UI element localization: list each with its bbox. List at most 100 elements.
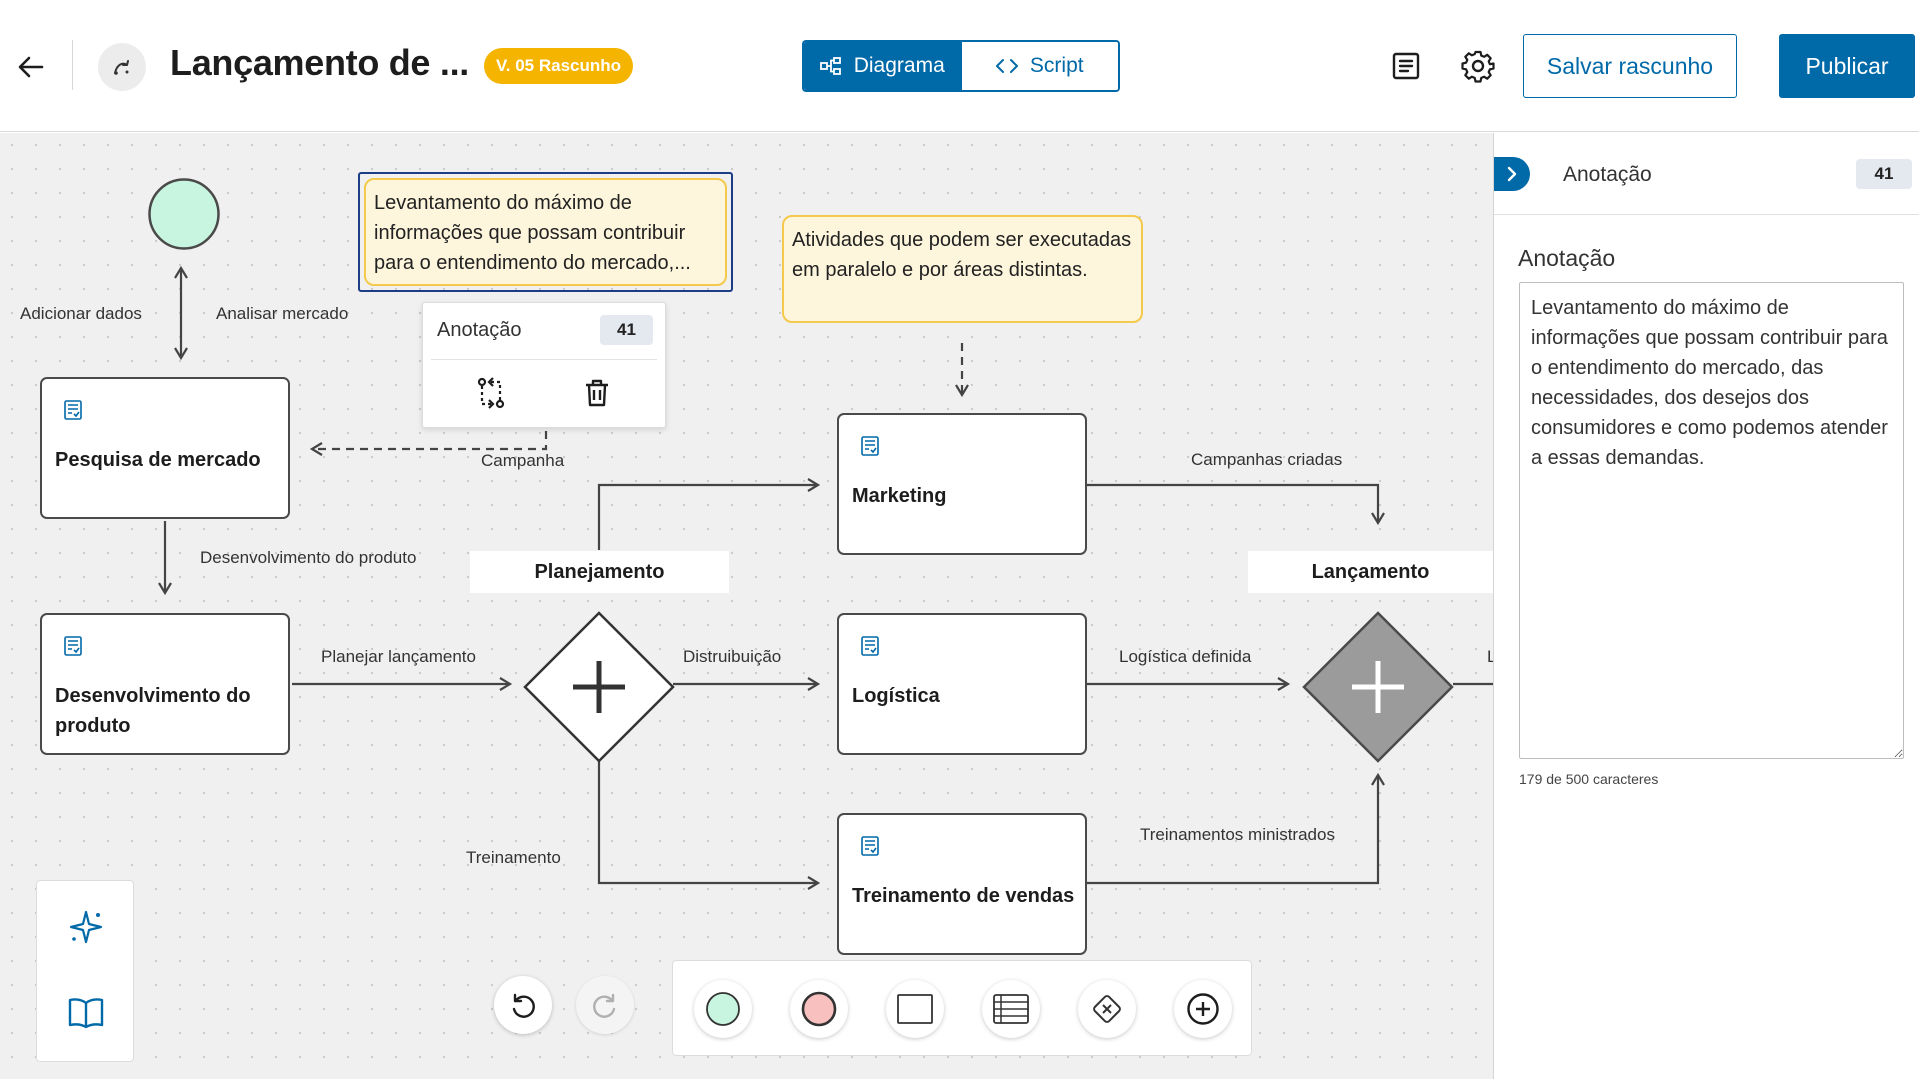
annotation-field-label: Anotação [1518,245,1616,271]
edge-label-treinamentos-ministrados: Treinamentos ministrados [1140,825,1335,844]
gateway-label-lancamento: Lançamento [1248,551,1493,593]
tab-script-label: Script [1029,54,1084,77]
task-label: Pesquisa de mercado [55,449,261,471]
process-icon [114,60,129,75]
end-event-icon [801,991,837,1027]
task-label: Logística [852,685,940,707]
palette-add-more[interactable] [1174,980,1232,1038]
edge-gateway-marketing[interactable] [597,478,821,550]
annotation-selected[interactable]: Levantamento do máximo de informações qu… [364,178,727,286]
gateway-label-planejamento: Planejamento [470,551,729,593]
edge-treinamento-lancamento[interactable] [1087,772,1385,885]
edge-label-planejar-lancamento: Planejar lançamento [321,647,476,666]
edge-label-analisar-mercado: Analisar mercado [216,304,349,323]
palette-start-event[interactable] [694,980,752,1038]
exclusive-gateway-icon [1093,995,1121,1023]
palette-task[interactable] [886,980,944,1038]
edge-marketing-lancamento[interactable] [1087,483,1385,526]
save-draft-button[interactable]: Salvar rascunho [1523,34,1737,98]
diagram-canvas[interactable]: Adicionar dados Analisar mercado Campanh… [0,133,1493,1079]
task-marketing[interactable]: Marketing [837,413,1087,555]
panel-header: Anotação 41 [1494,133,1919,215]
task-form-icon [64,400,82,420]
ai-sparkle-icon [69,910,103,944]
top-header: Lançamento de ... V. 05 Rascunho Diagram… [0,0,1919,132]
edge-label-treinamento: Treinamento [466,848,561,867]
process-avatar [98,43,146,91]
tab-script[interactable]: Script [960,42,1118,90]
task-desenvolvimento-do-produto[interactable]: Desenvolvimento do produto [40,613,290,755]
task-pesquisa-de-mercado[interactable]: Pesquisa de mercado [40,377,290,519]
header-divider [72,40,73,90]
delete-button[interactable] [577,373,617,413]
view-toggle: Diagrama Script [802,40,1120,92]
panel-title: Anotação [1563,163,1652,186]
page-title: Lançamento de ... [170,42,469,83]
task-label: Marketing [852,485,947,507]
change-type-button[interactable] [471,373,511,413]
task-logistica[interactable]: Logística [837,613,1087,755]
version-badge: V. 05 Rascunho [484,48,634,84]
collapse-panel-button[interactable] [1494,157,1530,191]
properties-panel: Anotação 41 Anotação Levantamento do máx… [1493,133,1919,1079]
trash-icon [586,379,608,407]
annotation-context-popup: Anotação 41 [422,302,666,428]
chevron-right-icon [1507,166,1517,182]
edge-label-adicionar-dados: Adicionar dados [20,304,142,323]
char-counter: 179 de 500 caracteres [1519,771,1659,787]
code-icon [995,59,1018,73]
document-button[interactable] [1386,46,1426,86]
pool-lane-icon [993,994,1029,1024]
annotation-selection-frame [358,172,733,292]
element-palette [672,960,1252,1056]
task-form-icon [861,436,879,456]
palette-exclusive-gateway[interactable] [1078,980,1136,1038]
plus-icon [573,661,625,713]
popup-count-badge: 41 [600,315,653,345]
edge-gateway-treinamento[interactable] [597,759,821,890]
panel-count-badge: 41 [1856,159,1912,189]
ai-assistant-button[interactable] [66,907,106,947]
documentation-button[interactable] [66,993,106,1033]
edge-label-distribuicao: Distruibuição [683,647,782,666]
association-annotation-pesquisa[interactable] [309,431,548,456]
task-treinamento-de-vendas[interactable]: Treinamento de vendas [837,813,1087,955]
task-form-icon [64,636,82,656]
publish-button[interactable]: Publicar [1779,34,1915,98]
tab-diagram[interactable]: Diagrama [804,42,961,90]
document-icon [1392,52,1420,80]
undo-button[interactable] [494,976,552,1034]
gear-icon [1461,50,1495,83]
settings-button[interactable] [1458,46,1498,86]
diagram-edges [148,178,1493,890]
edge-label-campanha: Campanha [481,451,565,470]
popup-title: Anotação [437,319,522,341]
edge-label-desenvolvimento-produto: Desenvolvimento do produto [200,548,417,567]
redo-button[interactable] [576,976,634,1034]
palette-pool-lane[interactable] [982,980,1040,1038]
palette-end-event[interactable] [790,980,848,1038]
plus-circle-icon [1187,993,1219,1025]
tab-diagram-label: Diagrama [853,54,945,77]
left-toolbox [36,880,134,1062]
popup-divider [431,359,657,360]
book-icon [68,998,104,1029]
redo-icon [593,993,616,1018]
annotation-textarea[interactable]: Levantamento do máximo de informações qu… [1519,282,1904,759]
edge-label-campanhas-criadas: Campanhas criadas [1191,450,1343,469]
start-event-icon [706,992,740,1026]
task-label: Desenvolvimento do produto [55,685,251,737]
task-form-icon [861,836,879,856]
start-event[interactable] [148,178,220,250]
diagram-icon [819,57,841,75]
annotation-parallel[interactable]: Atividades que podem ser executadas em p… [782,215,1143,323]
back-button[interactable] [14,50,48,84]
edge-label-logistica-definida: Logística definida [1119,647,1252,666]
undo-icon [512,993,535,1018]
task-icon [897,994,933,1024]
task-label: Treinamento de vendas [852,885,1075,907]
task-form-icon [861,636,879,656]
swap-connection-icon [477,377,505,409]
edge-label-cut-off: L [1487,647,1493,666]
back-arrow-icon [18,56,44,78]
